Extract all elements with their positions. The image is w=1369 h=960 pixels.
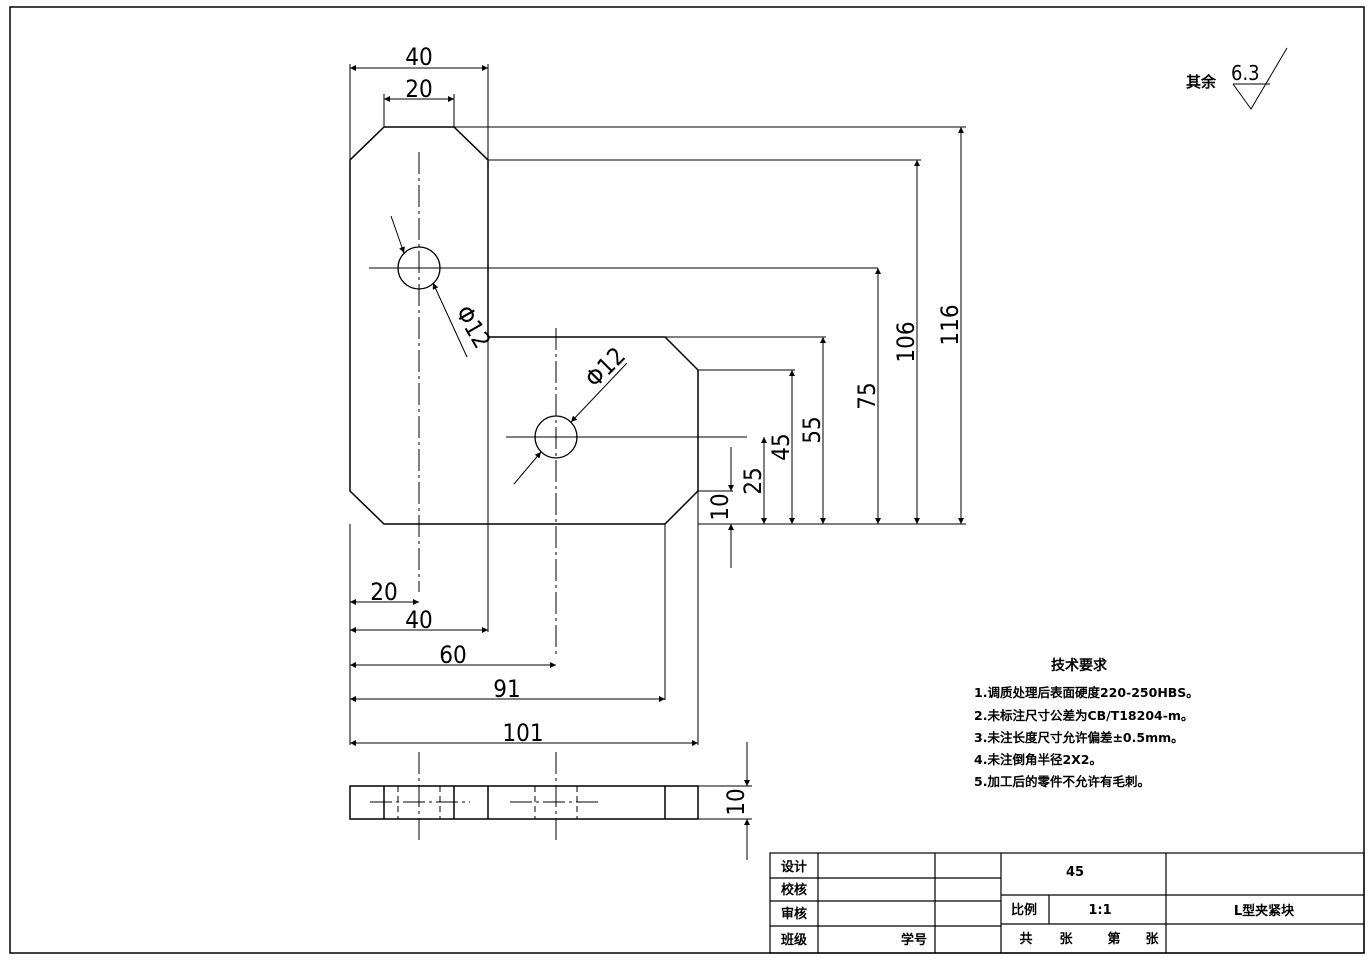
- dim-thickness: 10: [722, 788, 750, 815]
- roughness-symbol: [1232, 47, 1288, 110]
- dim-hole1: Φ12: [450, 301, 496, 354]
- dim-55: 55: [798, 416, 826, 443]
- tech-req-item: 1.调质处理后表面硬度220-250HBS。: [974, 685, 1199, 700]
- side-view-dim: [698, 742, 752, 860]
- tb-sheet-no: 第: [1107, 931, 1120, 947]
- center-lines-h: [369, 267, 878, 438]
- dim-45: 45: [767, 433, 795, 460]
- dim-bottom-60: 60: [439, 641, 466, 669]
- tech-req-item: 5.加工后的零件不允许有毛刺。: [974, 774, 1150, 789]
- tb-check-label: 校核: [781, 882, 807, 898]
- title-block: [769, 852, 1365, 954]
- dim-bottom-20: 20: [370, 578, 397, 606]
- dim-10: 10: [706, 493, 734, 520]
- tb-part-name: L型夹紧块: [1234, 903, 1295, 919]
- side-view-hidden: [397, 786, 578, 819]
- dimension-lines: [350, 65, 964, 746]
- dim-106: 106: [892, 321, 920, 362]
- tb-sheets-total: 共: [1019, 931, 1032, 947]
- dim-25: 25: [739, 467, 767, 494]
- tb-material: 45: [1066, 865, 1084, 880]
- dim-bottom-91: 91: [493, 675, 520, 703]
- tb-scale-value: 1:1: [1088, 903, 1111, 918]
- tb-sheets-unit1: 张: [1059, 932, 1073, 947]
- side-view: [349, 785, 699, 820]
- tb-scale-label: 比例: [1011, 902, 1037, 918]
- sheet-border: [9, 6, 1365, 954]
- dim-75: 75: [853, 382, 881, 409]
- dim-top-20: 20: [405, 75, 432, 103]
- dim-bottom-101: 101: [502, 719, 543, 747]
- part-outline: [349, 126, 699, 525]
- tb-review-label: 审核: [781, 906, 807, 922]
- tb-student-no-label: 学号: [901, 932, 927, 948]
- tb-sheets-unit2: 张: [1145, 932, 1159, 947]
- tech-req-title: 技术要求: [1051, 657, 1108, 674]
- tb-design-label: 设计: [781, 859, 807, 875]
- roughness-value: 6.3: [1231, 61, 1260, 85]
- dim-116: 116: [936, 304, 964, 345]
- dim-top-40: 40: [405, 43, 432, 71]
- tb-class-label: 班级: [781, 932, 808, 948]
- extension-lines: [349, 64, 966, 745]
- dim-bottom-40: 40: [405, 606, 432, 634]
- dim-hole2: Φ12: [580, 342, 631, 393]
- tech-req-item: 2.未标注尺寸公差为CB/T18204-m。: [974, 708, 1193, 723]
- roughness-prefix: 其余: [1186, 73, 1217, 91]
- center-lines: [418, 152, 557, 658]
- side-view-center: [370, 752, 600, 840]
- tech-req-item: 3.未注长度尺寸允许偏差±0.5mm。: [974, 730, 1184, 745]
- tech-req-item: 4.未注倒角半径2X2。: [974, 752, 1102, 767]
